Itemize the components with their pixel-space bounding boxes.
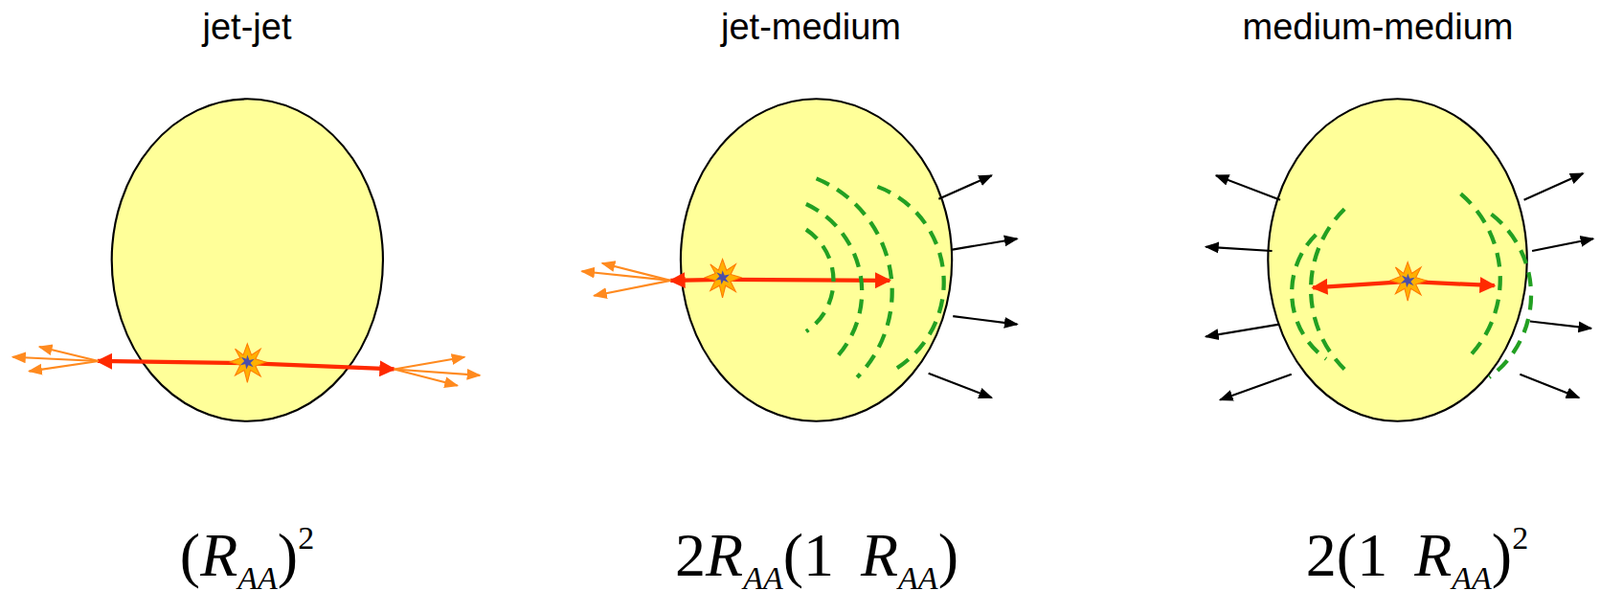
formula-term: ): [1491, 524, 1512, 586]
collision-star: [704, 258, 741, 297]
formula-term: 2: [675, 524, 706, 586]
formula-term: (1: [1336, 524, 1388, 586]
parton-arrow: [247, 362, 394, 369]
parton-arrow: [97, 360, 248, 363]
fraction-formula: (RAA)2: [180, 524, 315, 586]
formula-term: 2: [1306, 524, 1337, 586]
parton-arrow: [1312, 281, 1408, 288]
panel-title: jet-medium: [721, 7, 902, 48]
formula-term: R: [1414, 524, 1452, 586]
medium-emission: [928, 175, 1018, 398]
shock-wave: [1291, 193, 1532, 378]
jet-fragments: [582, 263, 672, 296]
formula-term: R: [200, 524, 238, 586]
medium-emission: [1205, 173, 1594, 400]
formula-term: 2: [1511, 521, 1529, 555]
collision-star: [1390, 262, 1426, 301]
formula-term: ): [277, 524, 298, 586]
collision-star: [229, 343, 266, 383]
medium-ellipse: [680, 98, 952, 422]
medium-ellipse: [112, 98, 384, 422]
formula-term: AA: [237, 562, 278, 595]
panel-title: jet-jet: [202, 7, 293, 48]
parton-arrow: [722, 279, 891, 281]
medium-ellipse: [1267, 98, 1527, 422]
formula-term: 2: [297, 521, 315, 555]
formula-term: ): [938, 524, 959, 586]
formula-term: R: [860, 524, 899, 586]
formula-term: (1: [783, 524, 834, 586]
shock-wave: [806, 178, 945, 378]
formula-term: R: [705, 524, 744, 586]
fraction-formula: 2RAA(1RAA): [675, 524, 959, 586]
medium-medium-panel: [1205, 98, 1594, 422]
jet-jet-panel: [12, 98, 480, 422]
panel-title: medium-medium: [1242, 7, 1514, 48]
formula-term: AA: [898, 562, 939, 595]
formula-term: AA: [743, 562, 784, 595]
fraction-formula: 2(1RAA)2: [1306, 524, 1529, 586]
jet-medium-panel: [582, 98, 1018, 422]
formula-term: AA: [1451, 562, 1492, 595]
formula-term: (: [180, 524, 201, 586]
